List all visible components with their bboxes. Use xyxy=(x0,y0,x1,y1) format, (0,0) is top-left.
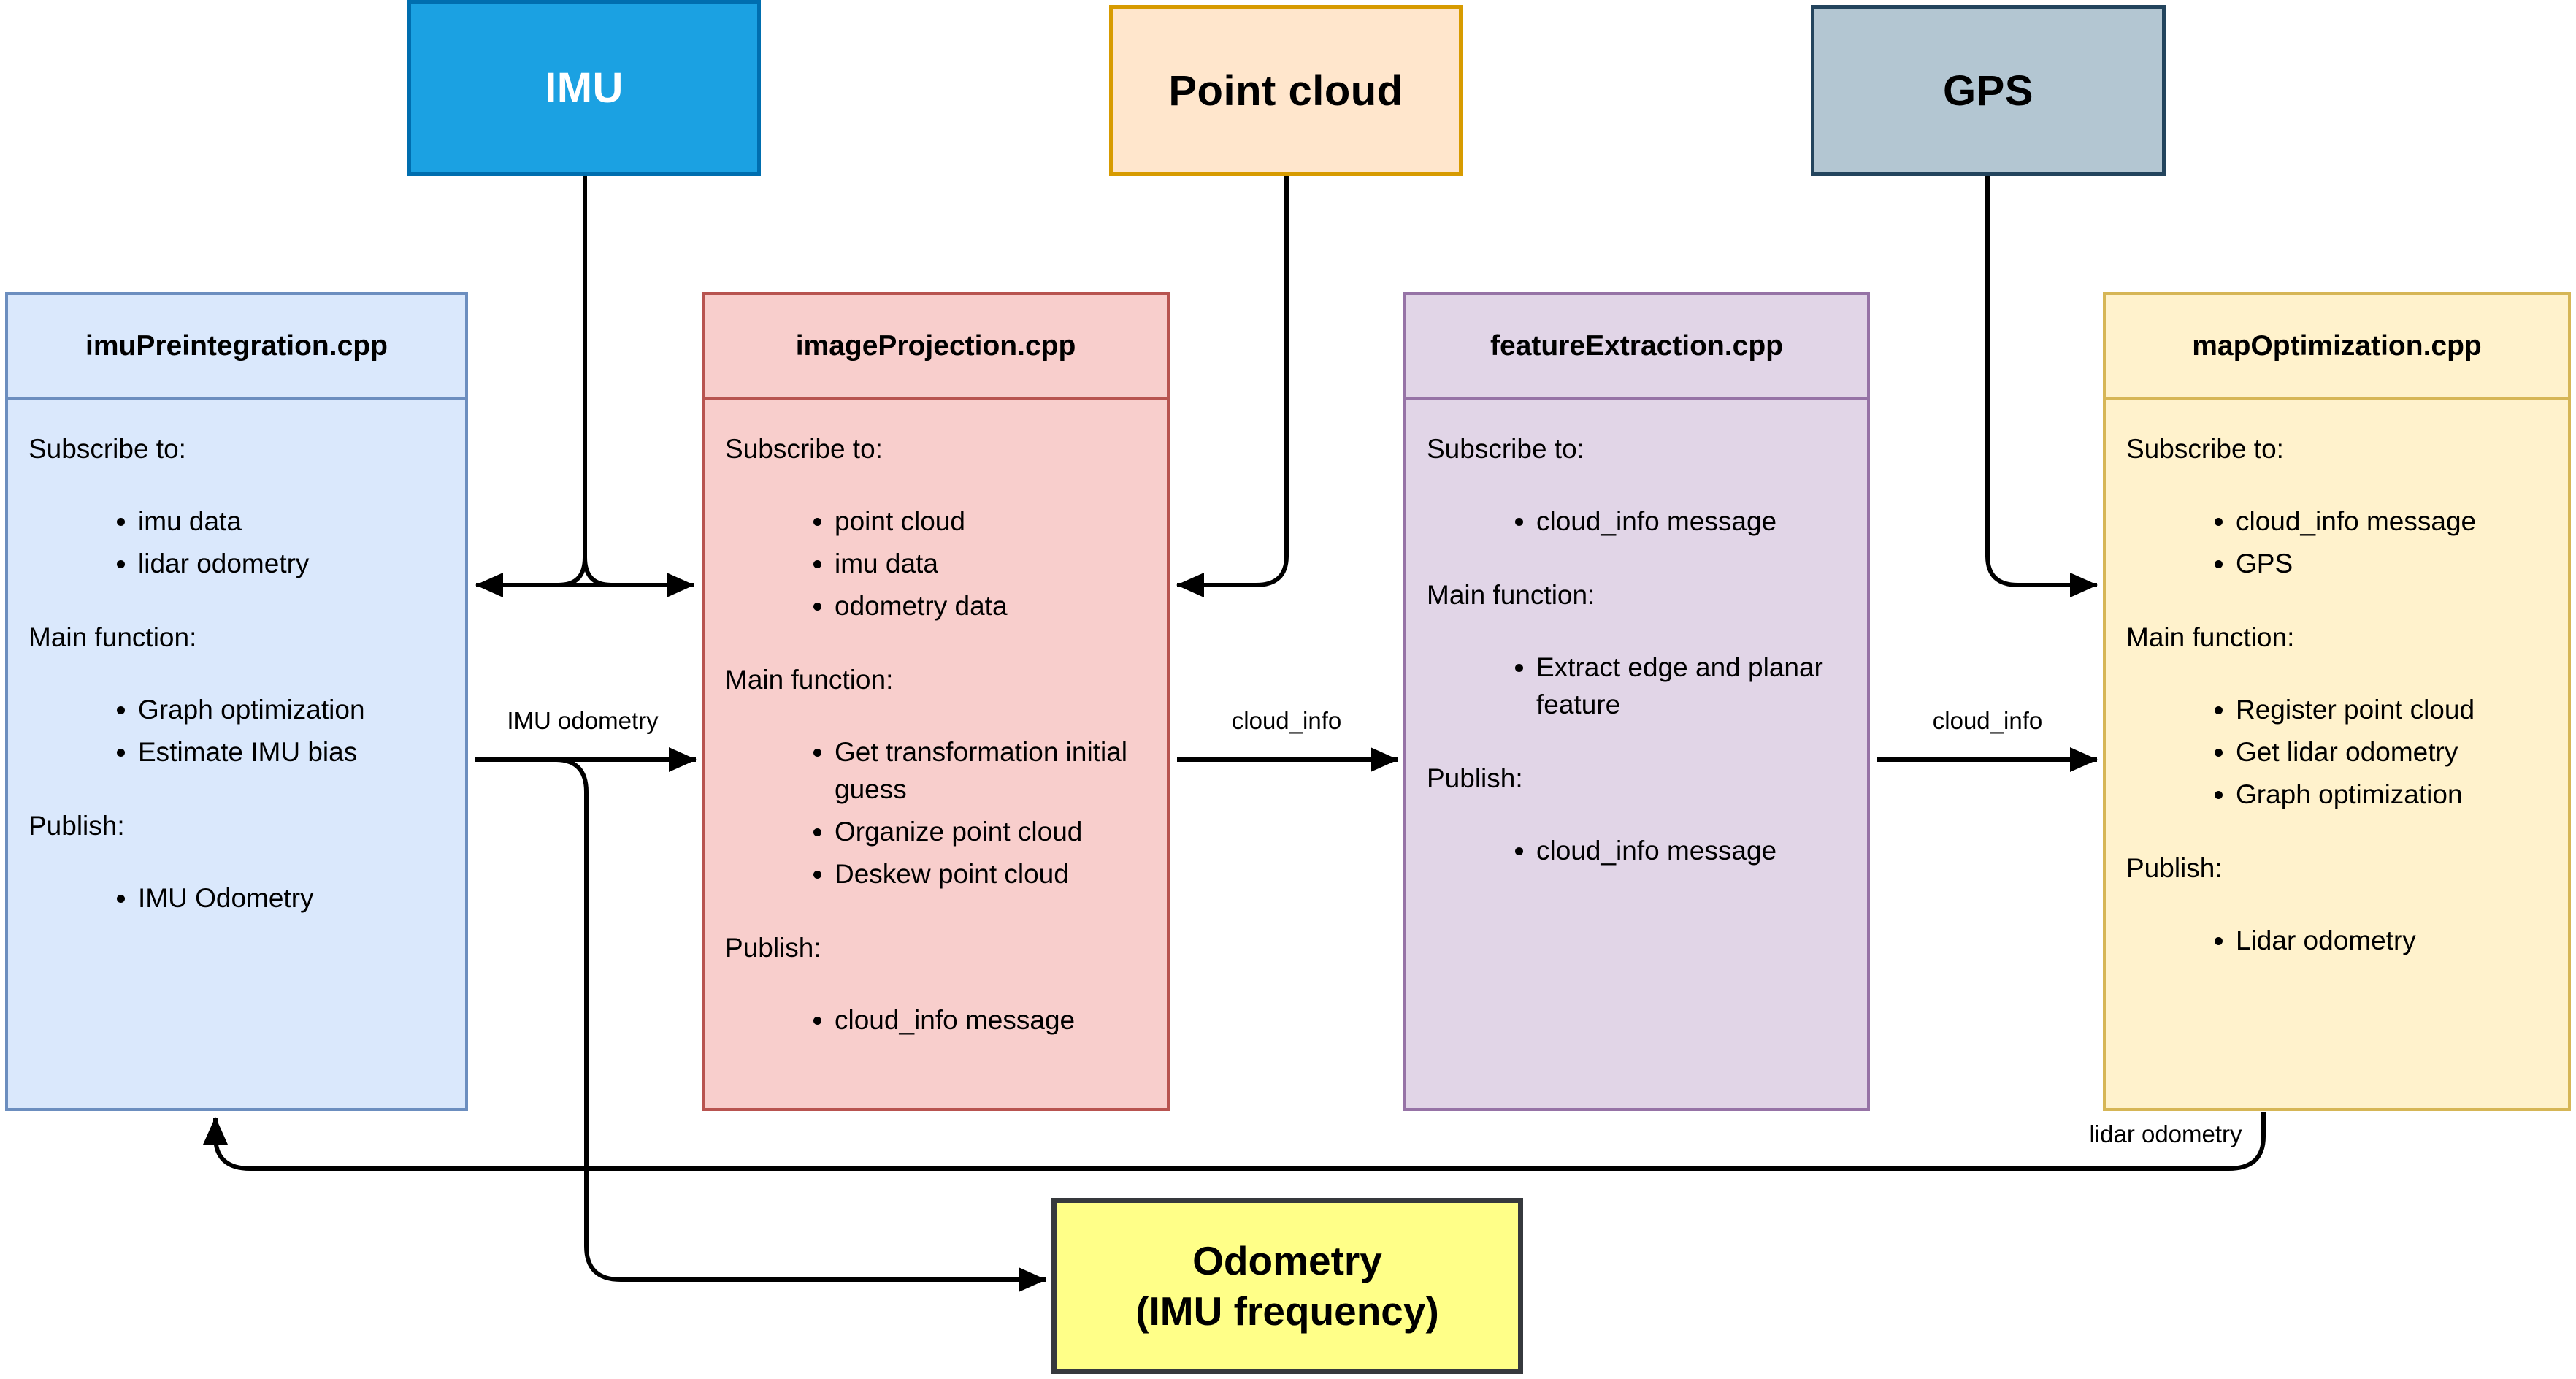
section-item-list: cloud_info messageGPS xyxy=(2126,503,2549,582)
imu-source-node: IMU xyxy=(407,0,761,176)
module-body: Subscribe to: point cloud imu data odometry… xyxy=(705,400,1167,1039)
section-item: cloud_info message xyxy=(1536,503,1848,540)
module-mapoptimization: mapOptimization.cpp Subscribe to: cloud_i… xyxy=(2103,292,2571,1111)
odometry-output-label-line1: Odometry xyxy=(1192,1237,1382,1283)
module-title: imageProjection.cpp xyxy=(705,295,1167,400)
section-label: Main function: xyxy=(725,665,894,695)
section-item: imu data xyxy=(138,503,446,540)
section-item: Extract edge and planar feature xyxy=(1536,649,1848,723)
section-item: point cloud xyxy=(835,503,1148,540)
module-title: featureExtraction.cpp xyxy=(1406,295,1867,400)
section-item: cloud_info message xyxy=(1536,832,1848,869)
edge-imu-shoulder-right xyxy=(583,557,612,587)
module-imageprojection: imageProjection.cpp Subscribe to: point c… xyxy=(702,292,1170,1111)
section-item: Estimate IMU bias xyxy=(138,733,446,771)
edge-label-lidar-odometry: lidar odometry xyxy=(2089,1120,2242,1147)
section-item: Deskew point cloud xyxy=(835,855,1148,893)
point-cloud-source-label: Point cloud xyxy=(1168,66,1403,115)
edge-gps-to-mapoptimization xyxy=(1985,176,2098,597)
gps-source-node: GPS xyxy=(1811,5,2166,176)
module-featureextraction: featureExtraction.cpp Subscribe to: cloud… xyxy=(1403,292,1870,1111)
section-item: Graph optimization xyxy=(138,691,446,728)
section-label: Main function: xyxy=(1427,580,1595,611)
section-item: Get transformation initial guess xyxy=(835,733,1148,808)
section-label: Subscribe to: xyxy=(1427,434,1584,464)
edge-lidar-odometry-feedback xyxy=(203,1112,2266,1171)
edge-imu-odometry-branch xyxy=(554,757,1046,1292)
section-item-list: Extract edge and planar feature xyxy=(1427,649,1848,723)
section-label: Main function: xyxy=(28,622,197,653)
module-title: imuPreintegration.cpp xyxy=(8,295,465,400)
section-label: Subscribe to: xyxy=(725,434,883,464)
edge-pointcloud-to-imageprojection xyxy=(1176,176,1289,597)
section-item-list: Get transformation initial guessOrganize… xyxy=(725,733,1148,893)
section-item-list: cloud_info message xyxy=(725,1001,1148,1039)
section-label: Publish: xyxy=(725,933,821,963)
section-item-list: Graph optimizationEstimate IMU bias xyxy=(28,691,446,771)
section-item: IMU Odometry xyxy=(138,879,446,917)
section-label: Publish: xyxy=(28,811,125,841)
module-imupreintegration: imuPreintegration.cpp Subscribe to: imu d… xyxy=(5,292,468,1111)
section-item-list: cloud_info message xyxy=(1427,503,1848,540)
module-body: Subscribe to: cloud_info messageGPS Main f… xyxy=(2106,400,2568,959)
edge-label-cloud-info-1: cloud_info xyxy=(1231,707,1342,734)
section-item-list: cloud_info message xyxy=(1427,832,1848,869)
section-item: Get lidar odometry xyxy=(2236,733,2549,771)
section-item: imu data xyxy=(835,545,1148,582)
point-cloud-source-node: Point cloud xyxy=(1109,5,1463,176)
section-label: Publish: xyxy=(2126,853,2223,884)
odometry-output-label-line2: (IMU frequency) xyxy=(1135,1288,1439,1334)
imu-source-label: IMU xyxy=(545,64,624,112)
section-label: Subscribe to: xyxy=(2126,434,2284,464)
section-item-list: point cloud imu data odometry data xyxy=(725,503,1148,624)
section-label: Publish: xyxy=(1427,763,1523,794)
module-title: mapOptimization.cpp xyxy=(2106,295,2568,400)
section-item-list: imu data lidar odometry xyxy=(28,503,446,582)
section-item-list: Lidar odometry xyxy=(2126,922,2549,959)
section-item: lidar odometry xyxy=(138,545,446,582)
section-item: cloud_info message xyxy=(835,1001,1148,1039)
edge-imu-shoulder-left xyxy=(558,557,587,587)
section-item: GPS xyxy=(2236,545,2549,582)
section-item: cloud_info message xyxy=(2236,503,2549,540)
odometry-output-node: Odometry (IMU frequency) xyxy=(1051,1198,1523,1374)
section-item: Register point cloud xyxy=(2236,691,2549,728)
section-label: Main function: xyxy=(2126,622,2295,653)
module-body: Subscribe to: imu data lidar odometryMain … xyxy=(8,400,465,917)
section-item-list: IMU Odometry xyxy=(28,879,446,917)
section-item: odometry data xyxy=(835,587,1148,624)
section-item-list: Register point cloudGet lidar odometryGr… xyxy=(2126,691,2549,813)
section-item: Lidar odometry xyxy=(2236,922,2549,959)
edge-label-cloud-info-2: cloud_info xyxy=(1932,707,2043,734)
section-item: Organize point cloud xyxy=(835,813,1148,850)
section-label: Subscribe to: xyxy=(28,434,186,464)
gps-source-label: GPS xyxy=(1943,66,2033,115)
section-item: Graph optimization xyxy=(2236,776,2549,813)
edge-label-imu-odometry: IMU odometry xyxy=(507,707,659,734)
